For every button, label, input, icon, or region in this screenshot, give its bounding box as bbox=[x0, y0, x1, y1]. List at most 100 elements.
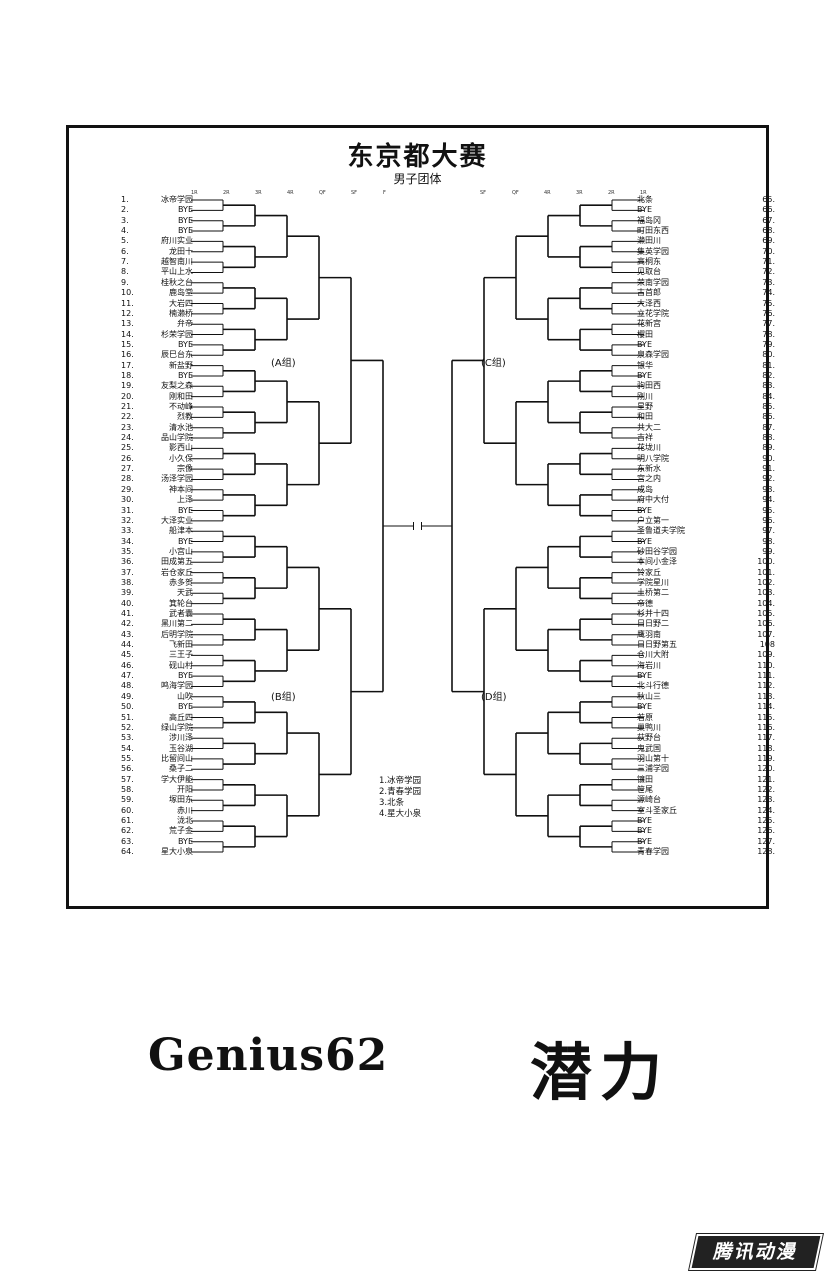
entry-name: 本间小金泽 bbox=[637, 557, 677, 567]
entry-number: 73. bbox=[762, 277, 775, 287]
bracket-entry: 41.武者囊 bbox=[121, 609, 193, 618]
bracket-entry: 和田 86. bbox=[637, 412, 775, 422]
entry-number: 2. bbox=[121, 205, 129, 215]
bracket-entry: 26.小久保 bbox=[121, 453, 193, 463]
bracket-entry: 46.砚山村 bbox=[121, 660, 193, 670]
entry-name: BYE bbox=[637, 370, 652, 380]
bracket-entry: 54.玉谷湖 bbox=[121, 744, 193, 753]
entry-name: 和田 bbox=[637, 412, 653, 422]
entry-number: 94. bbox=[762, 495, 775, 505]
entry-name: 明八学院 bbox=[637, 453, 669, 463]
bracket-entry: 43. 后明学院 bbox=[121, 629, 193, 639]
entry-name: 后明学院 bbox=[161, 629, 193, 639]
round-label: 4R bbox=[544, 190, 551, 196]
entry-name: 不动峰 bbox=[169, 402, 193, 411]
bracket-entry: 37.岩仓家丘 bbox=[121, 567, 193, 577]
entry-number: 27. bbox=[121, 464, 134, 474]
entry-name: BYE bbox=[178, 205, 193, 215]
entry-number: 108 bbox=[759, 640, 775, 650]
bracket-entry: 23.清水池 bbox=[121, 422, 193, 432]
entry-number: 51. bbox=[121, 712, 134, 722]
entry-name: 见取台 bbox=[637, 267, 661, 277]
bracket-entry: 52.绿山学院 bbox=[121, 723, 193, 732]
entry-name: 砂田谷学园 bbox=[637, 546, 677, 556]
entry-name: 镰田 bbox=[637, 774, 653, 784]
entry-name: BYE bbox=[178, 339, 193, 349]
entry-name: 银华 bbox=[637, 360, 653, 370]
entry-number: 4. bbox=[121, 226, 129, 236]
entry-number: 18. bbox=[121, 370, 134, 380]
bracket-entry: 15. BYE bbox=[121, 339, 193, 349]
entry-name: 平山上水 bbox=[161, 267, 193, 277]
chapter-number: Genius62 bbox=[148, 1030, 389, 1081]
entry-name: 驹田西 bbox=[637, 381, 661, 391]
bracket-entry: 31.BYE bbox=[121, 505, 193, 515]
entry-name: 笹尾 bbox=[637, 784, 653, 794]
entry-number: 107. bbox=[757, 629, 775, 639]
result-4: 4.星大小泉 bbox=[379, 809, 422, 819]
entry-name: 越智南川 bbox=[161, 257, 193, 267]
round-label: 3R bbox=[576, 190, 583, 196]
entry-number: 35. bbox=[121, 546, 134, 556]
entry-name: 砚山村 bbox=[169, 660, 193, 670]
bracket-entry: 9.桂秋之台 bbox=[121, 278, 193, 287]
entry-number: 116. bbox=[757, 722, 775, 732]
entry-name: BYE bbox=[178, 836, 193, 846]
entry-number: 16. bbox=[121, 350, 134, 360]
entry-number: 117. bbox=[757, 733, 775, 743]
round-label: F bbox=[383, 190, 386, 196]
entry-number: 86. bbox=[762, 412, 775, 422]
entry-number: 58. bbox=[121, 784, 134, 794]
entry-name: 黑川第二 bbox=[161, 619, 193, 629]
entry-number: 44. bbox=[121, 640, 134, 650]
entry-name: 刚和田 bbox=[169, 391, 193, 401]
entry-number: 77. bbox=[762, 319, 775, 329]
bracket-entry: 21.不动峰 bbox=[121, 402, 193, 411]
entry-name: 巢鸭川 bbox=[637, 722, 661, 732]
entry-name: BYE bbox=[178, 702, 193, 712]
entry-name: 汤泽学园 bbox=[161, 474, 193, 484]
entry-name: 新盐野 bbox=[169, 360, 193, 370]
entry-name: 东新水 bbox=[637, 464, 661, 474]
entry-name: 立花学院 bbox=[637, 308, 669, 318]
entry-number: 31. bbox=[121, 505, 134, 515]
entry-number: 15. bbox=[121, 339, 134, 349]
bracket-entry: 42. 黑川第二 bbox=[121, 619, 193, 629]
entry-number: 24. bbox=[121, 433, 134, 443]
entry-number: 42. bbox=[121, 619, 134, 629]
entry-number: 10. bbox=[121, 288, 134, 298]
entry-name: 若原 bbox=[637, 712, 653, 722]
bracket-entry: 34.BYE bbox=[121, 537, 193, 546]
entry-name: 龙田十 bbox=[169, 246, 193, 256]
entry-name: 小久保 bbox=[169, 453, 193, 463]
entry-name: BYE bbox=[178, 215, 193, 225]
entry-name: 清水池 bbox=[169, 422, 193, 432]
bracket-entry: 10.鹿岛堂 bbox=[121, 288, 193, 298]
entry-name: 羽山第十 bbox=[637, 753, 669, 763]
entry-number: 36. bbox=[121, 557, 134, 567]
entry-number: 90. bbox=[762, 453, 775, 463]
entry-number: 12. bbox=[121, 308, 134, 318]
entry-name: 上泽 bbox=[177, 495, 193, 505]
entry-number: 122. bbox=[757, 784, 775, 794]
entry-name: 岩仓家丘 bbox=[161, 567, 193, 577]
entry-number: 69. bbox=[762, 236, 775, 246]
bracket-entry: 50.BYE bbox=[121, 702, 193, 712]
group-b-label: (B组) bbox=[271, 692, 296, 703]
entry-number: 43. bbox=[121, 629, 134, 639]
